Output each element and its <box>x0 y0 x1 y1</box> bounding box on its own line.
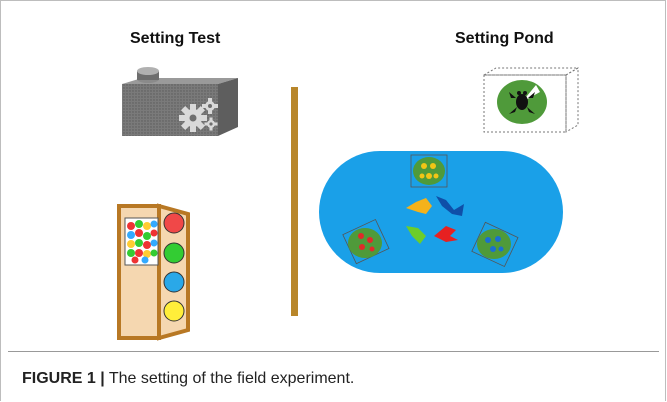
setting-pond-title: Setting Pond <box>455 30 554 47</box>
caption-label: FIGURE 1 | <box>22 370 105 387</box>
caption-text: The setting of the field experiment. <box>104 370 355 387</box>
frog-on-lilypad-icon <box>482 67 580 133</box>
gear-machine-icon <box>122 67 238 136</box>
divider-pole <box>291 87 298 316</box>
gear-icon <box>179 104 207 132</box>
setting-test-title: Setting Test <box>130 30 221 47</box>
setting-illustration <box>117 67 580 341</box>
small-gear-icon <box>202 98 218 131</box>
caption-divider <box>8 351 659 352</box>
colored-balls <box>127 220 158 264</box>
ball-cabinet-icon <box>117 203 190 341</box>
figure-caption: FIGURE 1 | The setting of the field expe… <box>22 370 354 388</box>
fish-icon <box>406 196 464 244</box>
pond-icon <box>319 151 563 273</box>
frog-icon <box>509 91 535 114</box>
